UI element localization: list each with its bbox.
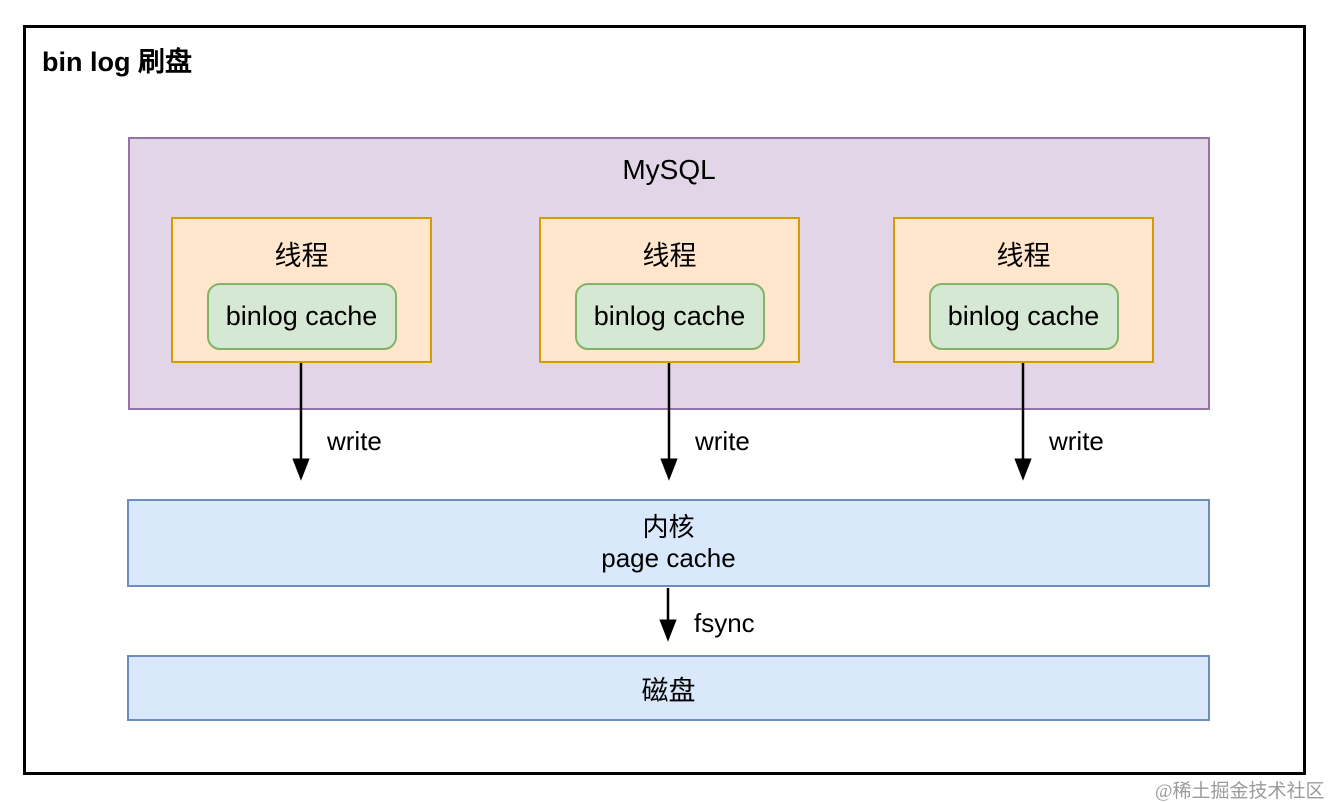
write-label-3: write [1049,426,1104,456]
mysql-label: MySQL [622,154,716,185]
disk-label: 磁盘 [641,675,696,706]
disk-box: 磁盘 [127,655,1210,721]
kernel-page-cache-box: 内核 page cache [127,499,1210,587]
write-label-1: write [327,426,382,456]
watermark: @稀土掘金技术社区 [1155,781,1325,802]
fsync-label: fsync [694,608,755,638]
thread-label: 线程 [274,241,329,271]
thread-box-3: 线程 binlog cache [893,217,1154,363]
binlog-cache-box-2: binlog cache [574,283,765,350]
thread-box-1: 线程 binlog cache [171,217,432,363]
write-label-2: write [695,426,750,456]
binlog-cache-box-1: binlog cache [206,283,397,350]
kernel-label: 内核 [642,512,695,542]
thread-label: 线程 [642,241,697,271]
thread-box-2: 线程 binlog cache [539,217,800,363]
page-cache-label: page cache [601,543,736,573]
binlog-cache-box-3: binlog cache [928,283,1119,350]
thread-label: 线程 [996,241,1051,271]
diagram-title: bin log 刷盘 [42,47,192,77]
